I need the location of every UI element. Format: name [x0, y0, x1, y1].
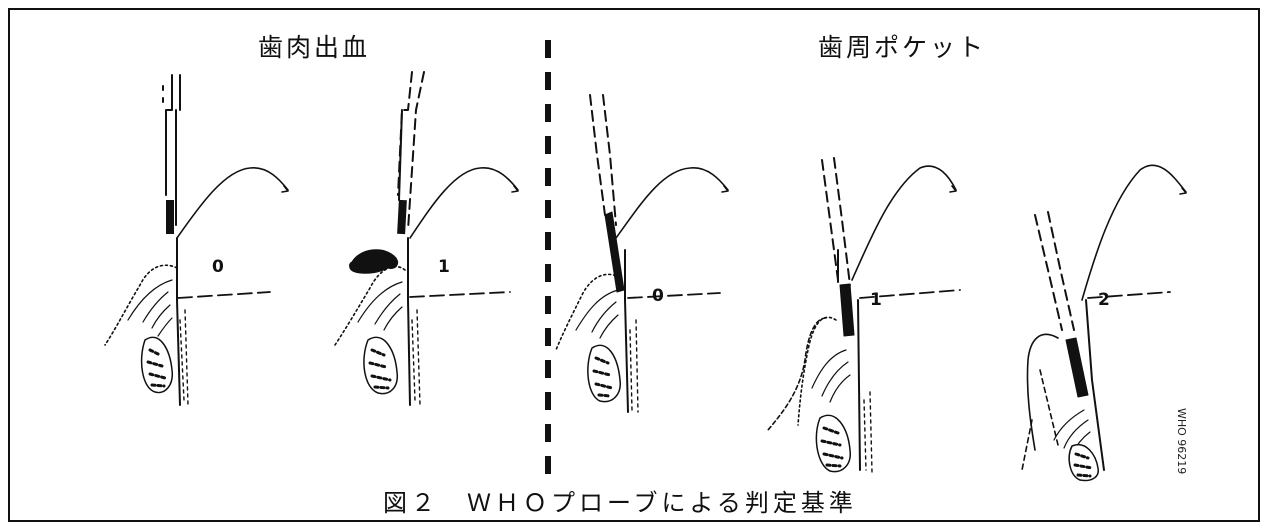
stage-label: 2 — [1098, 290, 1110, 310]
gingiva — [105, 265, 177, 345]
root-surface — [625, 250, 628, 412]
crown-outline — [177, 168, 288, 238]
probe-tip — [840, 284, 854, 336]
crown-outline — [1082, 165, 1186, 300]
panel-pocket-1: 1 — [768, 158, 960, 472]
gingiva — [798, 317, 836, 425]
figure-code: WHO 96219 — [1175, 408, 1188, 474]
probe-tip — [1066, 338, 1088, 397]
bleeding-drop — [350, 250, 398, 274]
crown-outline — [852, 166, 956, 280]
crown-outline — [410, 168, 518, 238]
cej-line — [178, 292, 270, 298]
crown-outline — [616, 168, 728, 238]
probe — [590, 95, 616, 225]
figure-caption: 図２ ＷＨＯプローブによる判定基準 — [383, 483, 857, 518]
probe-tip — [605, 212, 624, 292]
root-surface — [1086, 300, 1104, 470]
probe — [1035, 212, 1074, 330]
stage-label: 1 — [438, 257, 450, 277]
root-surface — [858, 300, 860, 470]
gingiva-outer — [768, 318, 826, 430]
stage-label: 0 — [652, 286, 664, 306]
probe — [822, 158, 850, 285]
cej-line — [628, 293, 720, 298]
probe-tip — [166, 200, 174, 234]
stage-label: 0 — [212, 257, 224, 277]
panel-pocket-0: 0 — [556, 95, 728, 412]
root-surface — [408, 238, 410, 405]
panel-bleeding-1: 1 — [335, 72, 518, 405]
panel-bleeding-0: 0 — [105, 75, 288, 405]
probe-tip — [397, 200, 407, 234]
stage-label: 1 — [870, 290, 882, 310]
cej-line — [410, 292, 510, 297]
gingiva — [1027, 334, 1058, 450]
panel-pocket-2: 2 — [1022, 165, 1186, 480]
